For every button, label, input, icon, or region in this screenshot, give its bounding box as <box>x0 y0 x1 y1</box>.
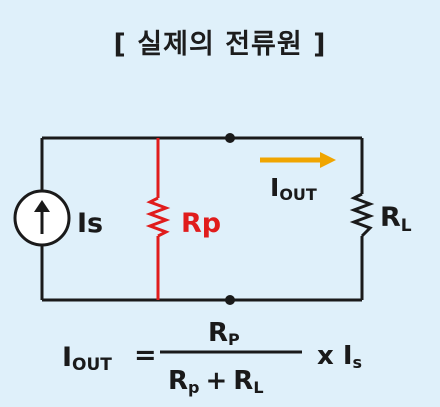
formula-lhs: IOUT <box>62 342 112 375</box>
rl-label: RL <box>380 202 412 236</box>
rp-label: Rp <box>181 208 221 239</box>
rl-resistor-icon <box>349 192 375 238</box>
current-source-icon <box>13 189 71 247</box>
diagram-title: [ 실제의 전류원 ] <box>113 29 327 60</box>
rp-branch <box>145 138 171 300</box>
output-current-formula: IOUT = RP Rp+RL x Is <box>62 318 362 397</box>
formula-denominator: Rp+RL <box>168 366 264 397</box>
rp-resistor-icon <box>145 196 171 238</box>
iout-label: IOUT <box>270 173 317 204</box>
formula-equals: = <box>134 340 157 371</box>
formula-numerator: RP <box>208 318 240 349</box>
circuit-wires <box>40 136 364 302</box>
source-label: Is <box>77 208 103 239</box>
current-arrow-icon <box>260 152 336 168</box>
bottom-node <box>225 295 235 305</box>
top-node <box>225 133 235 143</box>
formula-multiplier: x Is <box>317 341 362 372</box>
